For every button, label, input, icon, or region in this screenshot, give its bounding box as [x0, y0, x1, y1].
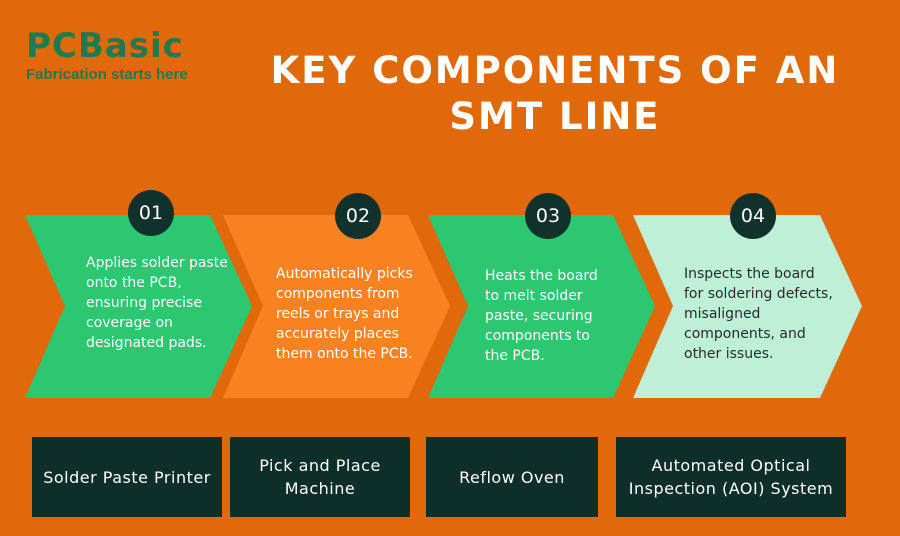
step-description: Inspects the board for soldering defects… — [684, 266, 833, 362]
step-description: Heats the board to melt solder paste, se… — [485, 268, 598, 364]
component-label: Pick and Place Machine — [259, 456, 381, 498]
component-label-box: Solder Paste Printer — [32, 437, 222, 517]
step-number-badge: 02 — [335, 193, 381, 239]
chevron-step-4 — [633, 215, 862, 398]
chevron-step-2 — [223, 215, 450, 398]
component-label: Reflow Oven — [459, 467, 565, 487]
logo-wordmark: PCBasic — [26, 26, 184, 66]
component-label-box: Reflow Oven — [426, 437, 598, 517]
step-description: Applies solder paste onto the PCB, ensur… — [86, 255, 228, 351]
step-number-badge: 03 — [525, 193, 571, 239]
component-label: Automated Optical Inspection (AOI) Syste… — [628, 456, 834, 498]
logo-tagline: Fabrication starts here — [26, 66, 188, 83]
step-description: Automatically picks components from reel… — [276, 266, 413, 362]
chevron-step-3 — [428, 215, 655, 398]
component-label-box: Automated Optical Inspection (AOI) Syste… — [616, 437, 846, 517]
step-number-badge: 04 — [730, 193, 776, 239]
chevron-step-1 — [25, 215, 252, 398]
component-label-box: Pick and Place Machine — [230, 437, 410, 517]
page-title: KEY COMPONENTS OF AN SMT LINE — [270, 49, 840, 138]
component-label: Solder Paste Printer — [43, 467, 211, 487]
step-number-badge: 01 — [128, 190, 174, 236]
brand-logo: PCBasic Fabrication starts here — [26, 28, 226, 83]
